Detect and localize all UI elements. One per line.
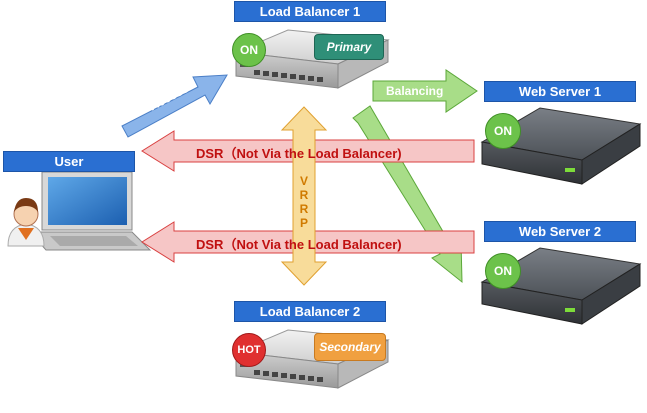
access-arrow <box>121 74 228 138</box>
balancing-label-1: Balancing <box>386 84 444 98</box>
web-server-1-status-badge: ON <box>485 113 521 149</box>
load-balancer-1-label: Load Balancer 1 <box>234 1 386 22</box>
balancing-arrow-1 <box>372 69 478 113</box>
user-label: User <box>3 151 135 172</box>
load-balancer-1-status-badge: ON <box>232 33 266 67</box>
secondary-role-tag: Secondary <box>314 333 386 361</box>
dsr-label-2: DSR（Not Via the Load Balancer) <box>196 237 402 252</box>
web-server-2-label: Web Server 2 <box>484 221 636 242</box>
web-server-2-status-badge: ON <box>485 253 521 289</box>
web-server-1-label: Web Server 1 <box>484 81 636 102</box>
load-balancer-2-label: Load Balancer 2 <box>234 301 386 322</box>
dsr-label-1: DSR（Not Via the Load Balancer) <box>196 146 402 161</box>
vrrp-arrow <box>280 106 328 286</box>
load-balancer-2-status-badge: HOT <box>232 333 266 367</box>
vrrp-label: VRRP <box>299 174 309 230</box>
user-laptop <box>28 171 152 251</box>
user-avatar <box>7 198 45 247</box>
web-server-1-device <box>480 107 642 185</box>
web-server-2-device <box>480 247 642 325</box>
primary-role-tag: Primary <box>314 34 384 60</box>
balancing-arrow-2 <box>352 105 463 284</box>
